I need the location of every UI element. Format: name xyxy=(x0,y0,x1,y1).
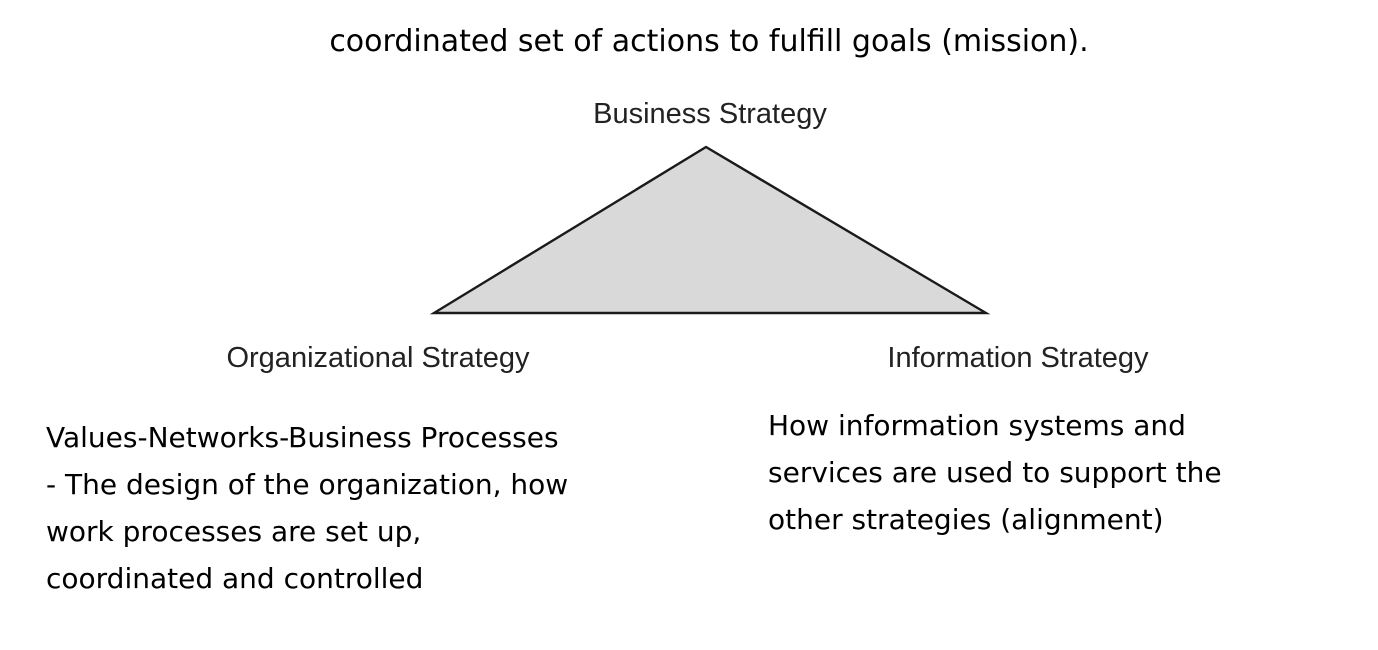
description-line: other strategies (alignment) xyxy=(768,503,1164,536)
information-strategy-label: Information Strategy xyxy=(887,342,1149,374)
header-text: coordinated set of actions to fulfill go… xyxy=(329,24,1089,59)
business-strategy-label: Business Strategy xyxy=(593,98,827,130)
description-line: services are used to support the xyxy=(768,456,1222,489)
description-line: Values-Networks-Business Processes xyxy=(46,421,559,454)
description-line: How information systems and xyxy=(768,409,1186,442)
organizational-strategy-label: Organizational Strategy xyxy=(226,342,530,374)
organizational-strategy-description: Values-Networks-Business Processes - The… xyxy=(46,414,568,602)
description-line: coordinated and controlled xyxy=(46,562,424,595)
description-line: work processes are set up, xyxy=(46,515,422,548)
strategy-triangle xyxy=(429,145,991,315)
information-strategy-description: How information systems and services are… xyxy=(768,402,1222,543)
description-line: - The design of the organization, how xyxy=(46,468,569,501)
